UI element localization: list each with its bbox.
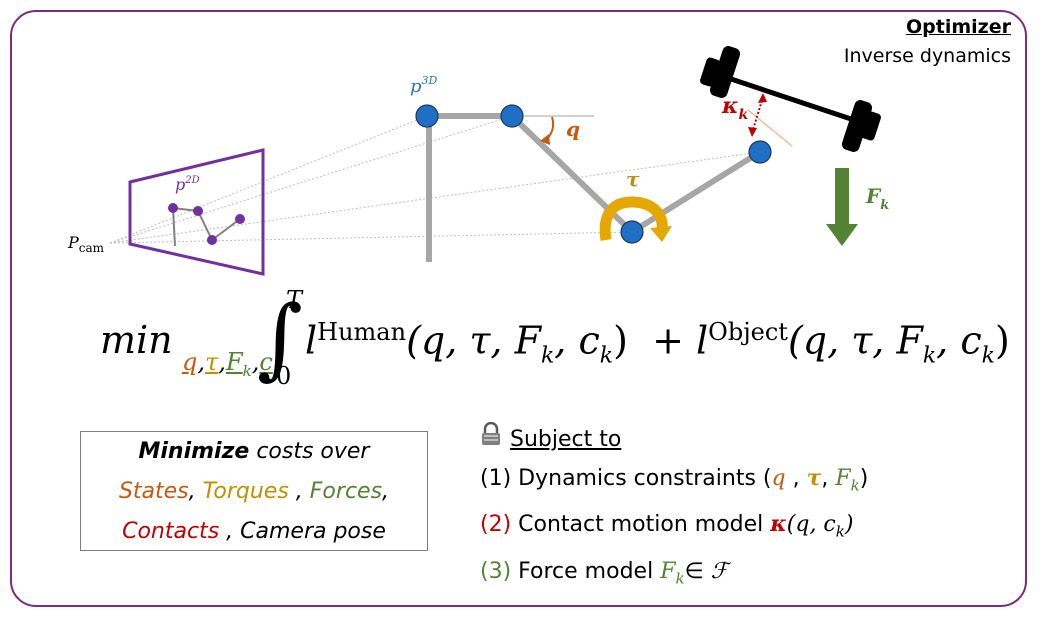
tau-label: τ — [626, 167, 640, 191]
constraints-list: Subject to (1) Dynamics constraints (q ,… — [480, 420, 868, 598]
constraint-1: (1) Dynamics constraints (q , τ, Fk) — [480, 465, 869, 495]
torque-arrow — [599, 196, 668, 241]
objective-formula: min q,τ,Fk,c ∫ T 0 lHuman(q, τ, Fk, ck) … — [100, 286, 1010, 400]
formula-body: lHuman(q, τ, Fk, ck) + lObject(q, τ, Fk,… — [305, 318, 1010, 369]
integral-upper: T — [286, 286, 303, 314]
optimizer-frame — [10, 10, 1027, 607]
kappa-arrowhead-top — [758, 93, 767, 103]
constraint-3: (3) Force model Fk∈ ℱ — [480, 558, 729, 588]
barbell-object — [700, 46, 881, 152]
kappa-arrowhead-bottom — [748, 127, 757, 137]
force-label: Fk — [865, 184, 889, 213]
summary-line-2: States, Torques , Forces, — [118, 479, 390, 504]
force-arrow-shaft — [835, 168, 849, 226]
kappa-label: κk — [721, 93, 749, 123]
scene-diagram: p2D Pcam q p3D τ κk Fk — [67, 46, 889, 276]
optimizer-title: Optimizer — [906, 16, 1011, 38]
constraints-heading: Subject to — [480, 420, 868, 459]
constraint-2: (2) Contact motion model κ(q, ck) — [480, 511, 854, 541]
2d-keypoints — [168, 203, 245, 245]
torque-arrowhead — [650, 226, 672, 242]
q-label: q — [566, 117, 580, 141]
lock-icon — [480, 420, 510, 459]
projection-rays — [109, 115, 761, 244]
formula-min: min — [100, 318, 173, 362]
2d-skeleton — [172, 207, 241, 247]
summary-line-1: Minimize costs over — [138, 439, 370, 464]
summary-box: Minimize costs over States, Torques , Fo… — [80, 431, 428, 551]
q-arrowhead — [540, 134, 550, 145]
optimizer-subtitle: Inverse dynamics — [843, 45, 1011, 67]
formula-min-vars: q,τ,Fk,c — [182, 348, 273, 380]
force-arrowhead — [826, 224, 858, 246]
integral-sign: ∫ — [257, 286, 303, 389]
pcam-label: Pcam — [67, 233, 105, 255]
contact-tangent-line — [747, 109, 793, 147]
3d-skeleton — [426, 113, 762, 262]
summary-line-3: Contacts , Camera pose — [122, 519, 386, 544]
p3d-label: p3D — [410, 74, 438, 97]
image-plane — [128, 148, 265, 276]
p2d-label: p2D — [175, 175, 200, 194]
integral-lower: 0 — [276, 362, 292, 390]
3d-joints — [415, 104, 772, 244]
